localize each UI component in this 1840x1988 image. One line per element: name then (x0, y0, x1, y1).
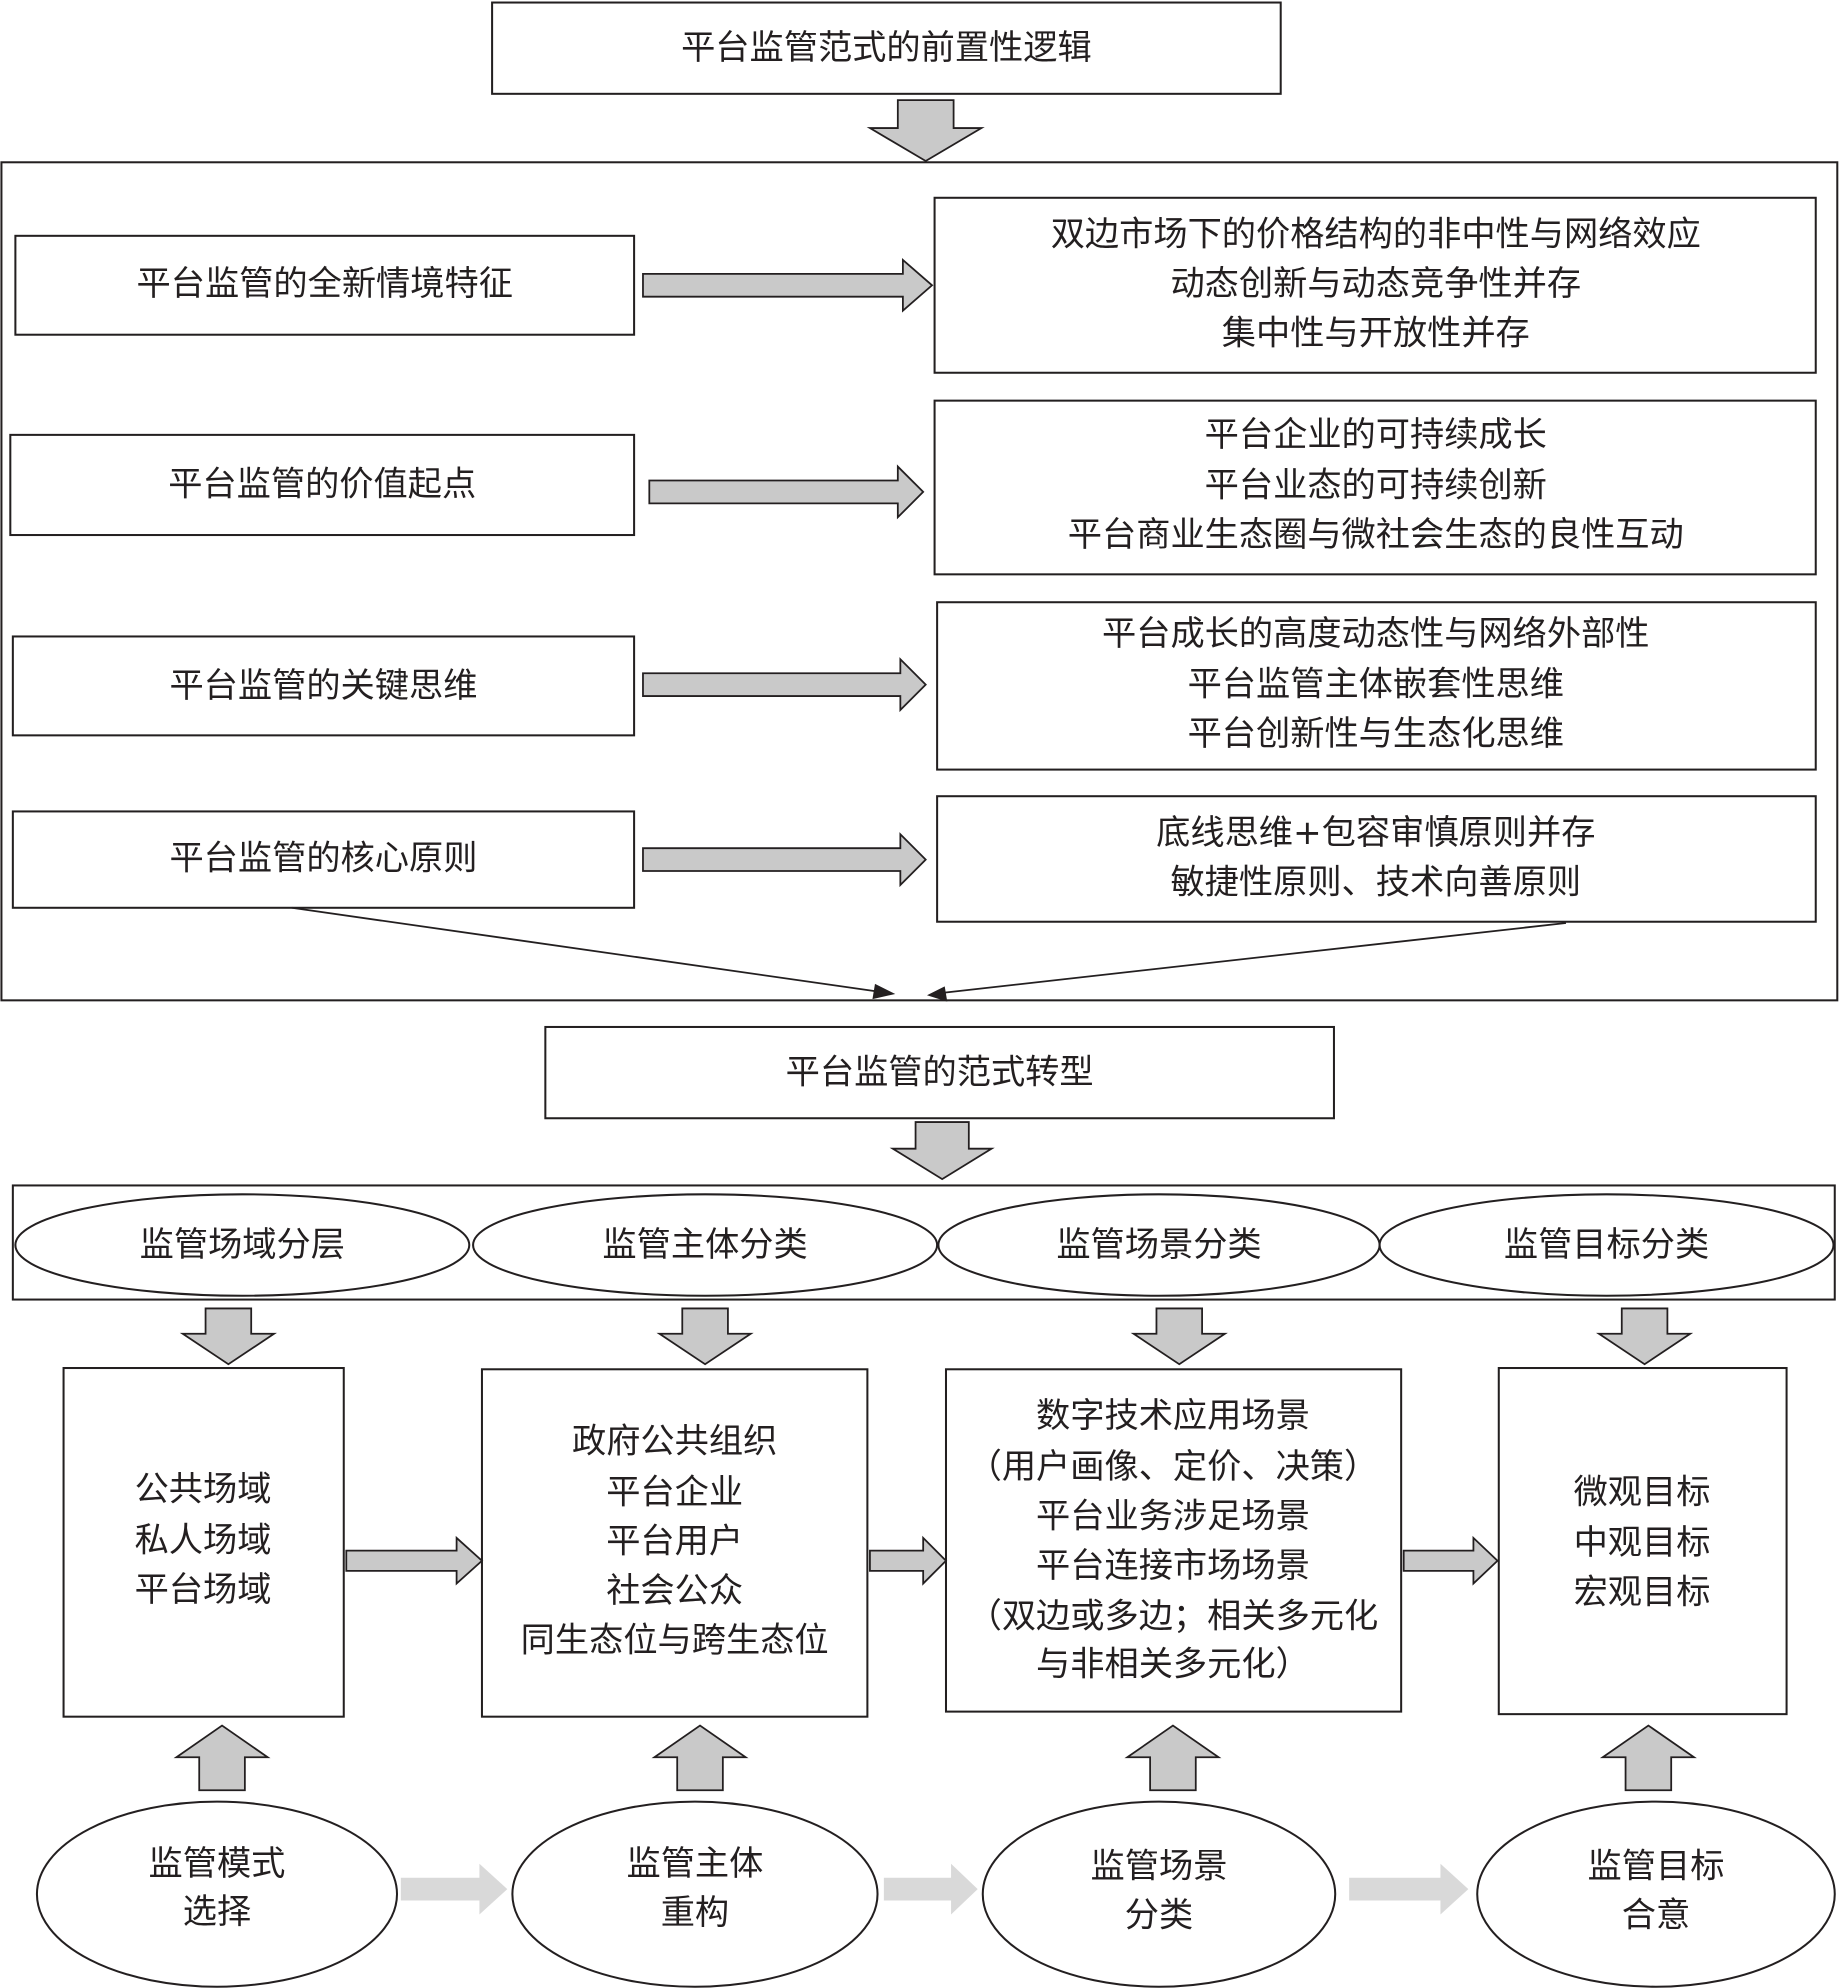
logic-detail-1-line-1: 双边市场下的价格结构的非中性与网络效应 (1051, 215, 1701, 255)
category-ellipse-4 (1378, 1193, 1835, 1297)
content-1-line-1: 公共场域 (135, 1470, 272, 1510)
logic-label-box-2 (9, 433, 636, 537)
logic-detail-2-line-1: 平台企业的可持续成长 (1205, 415, 1547, 455)
right-arrow-row-2 (648, 464, 925, 520)
transition-box (544, 1025, 1335, 1120)
logic-detail-3-line-3: 平台创新性与生态化思维 (1188, 714, 1564, 754)
light-arrow-driver-2 (883, 1863, 978, 1915)
content-3-line-4: 平台连接市场场景 (1036, 1546, 1310, 1586)
down-arrow-transition (889, 1121, 995, 1181)
category-ellipse-2 (472, 1193, 939, 1297)
logic-detail-box-1 (933, 196, 1817, 374)
category-label-3: 监管场景分类 (1056, 1225, 1261, 1265)
logic-label-box-1 (14, 234, 636, 336)
converge-line-right (943, 922, 1567, 994)
content-4-line-1: 微观目标 (1574, 1472, 1711, 1512)
content-3-line-5: （双边或多边；相关多元化 (968, 1597, 1379, 1637)
category-label-1: 监管场域分层 (140, 1225, 345, 1265)
driver-1-line-1: 监管模式 (149, 1844, 286, 1884)
category-ellipse-1 (14, 1193, 471, 1297)
converge-tip-right (926, 986, 948, 1002)
category-frame (11, 1184, 1836, 1301)
driver-4-line-2: 合意 (1622, 1896, 1690, 1936)
top-box (491, 1, 1282, 95)
content-3-line-1: 数字技术应用场景 (1036, 1396, 1310, 1436)
driver-4-line-1: 监管目标 (1588, 1846, 1725, 1886)
logic-detail-box-3 (936, 601, 1817, 771)
transition-box-label: 平台监管的范式转型 (786, 1053, 1094, 1093)
logic-detail-4-line-2: 敏捷性原则、技术向善原则 (1170, 862, 1581, 902)
logic-detail-3-line-2: 平台监管主体嵌套性思维 (1188, 665, 1564, 705)
content-1-line-2: 私人场域 (135, 1520, 272, 1560)
driver-ellipse-3 (981, 1800, 1337, 1988)
logic-detail-1-line-2: 动态创新与动态竞争性并存 (1170, 264, 1581, 304)
logic-frame (0, 161, 1839, 1002)
content-box-2 (480, 1368, 869, 1718)
content-box-4 (1497, 1367, 1788, 1716)
content-2-line-1: 政府公共组织 (572, 1422, 777, 1462)
light-arrow-driver-3 (1349, 1863, 1469, 1915)
content-box-3 (944, 1368, 1403, 1713)
up-arrow-driver-2 (651, 1724, 749, 1792)
content-2-line-5: 同生态位与跨生态位 (521, 1621, 829, 1661)
logic-label-4: 平台监管的核心原则 (169, 838, 477, 878)
driver-ellipse-2 (511, 1800, 879, 1988)
logic-detail-2-line-3: 平台商业生态圈与微社会生态的良性互动 (1068, 515, 1684, 555)
driver-2-line-1: 监管主体 (627, 1844, 764, 1884)
down-arrow-category-3 (1130, 1307, 1228, 1366)
converge-tip-left (872, 983, 896, 1000)
down-arrow-category-2 (656, 1307, 754, 1366)
category-label-2: 监管主体分类 (602, 1225, 807, 1265)
logic-label-box-4 (11, 810, 636, 909)
content-4-line-3: 宏观目标 (1574, 1572, 1711, 1612)
content-3-line-6: 与非相关多元化） (1036, 1645, 1310, 1685)
content-3-line-2: （用户画像、定价、决策） (968, 1447, 1379, 1487)
driver-3-line-2: 分类 (1125, 1896, 1193, 1936)
driver-ellipse-4 (1476, 1800, 1836, 1988)
content-box-1 (62, 1367, 345, 1718)
logic-detail-3-line-1: 平台成长的高度动态性与网络外部性 (1102, 614, 1650, 654)
light-arrow-driver-1 (400, 1863, 508, 1915)
logic-detail-4-line-1: 底线思维+包容审慎原则并存 (1156, 813, 1595, 853)
logic-detail-2-line-2: 平台业态的可持续创新 (1205, 466, 1547, 506)
up-arrow-driver-4 (1599, 1724, 1697, 1792)
right-arrow-content-1 (345, 1535, 484, 1586)
content-3-line-3: 平台业务涉足场景 (1036, 1496, 1310, 1536)
logic-detail-1-line-3: 集中性与开放性并存 (1222, 313, 1530, 353)
content-2-line-2: 平台企业 (606, 1472, 743, 1512)
up-arrow-driver-1 (173, 1724, 271, 1792)
logic-label-3: 平台监管的关键思维 (169, 666, 477, 706)
driver-1-line-2: 选择 (183, 1892, 251, 1932)
driver-3-line-1: 监管场景 (1091, 1846, 1228, 1886)
category-label-4: 监管目标分类 (1504, 1225, 1709, 1265)
logic-detail-box-2 (933, 399, 1817, 576)
logic-label-1: 平台监管的全新情境特征 (137, 264, 513, 304)
right-arrow-content-3 (1402, 1535, 1499, 1586)
logic-label-box-3 (11, 635, 636, 737)
right-arrow-row-1 (642, 257, 934, 313)
logic-detail-box-4 (936, 795, 1817, 923)
right-arrow-content-2 (869, 1535, 948, 1586)
down-arrow-category-4 (1596, 1307, 1694, 1366)
converge-line-left (291, 906, 878, 993)
down-arrow-category-1 (179, 1307, 277, 1366)
driver-2-line-2: 重构 (661, 1893, 729, 1933)
content-4-line-2: 中观目标 (1574, 1523, 1711, 1563)
logic-label-2: 平台监管的价值起点 (168, 464, 476, 504)
down-arrow-top (866, 99, 985, 163)
content-2-line-3: 平台用户 (606, 1522, 743, 1562)
content-1-line-3: 平台场域 (135, 1570, 272, 1610)
content-2-line-4: 社会公众 (606, 1571, 743, 1611)
top-box-label: 平台监管范式的前置性逻辑 (681, 28, 1092, 68)
right-arrow-row-4 (642, 832, 927, 888)
driver-ellipse-1 (35, 1800, 399, 1988)
right-arrow-row-3 (642, 657, 927, 713)
up-arrow-driver-3 (1124, 1724, 1222, 1792)
